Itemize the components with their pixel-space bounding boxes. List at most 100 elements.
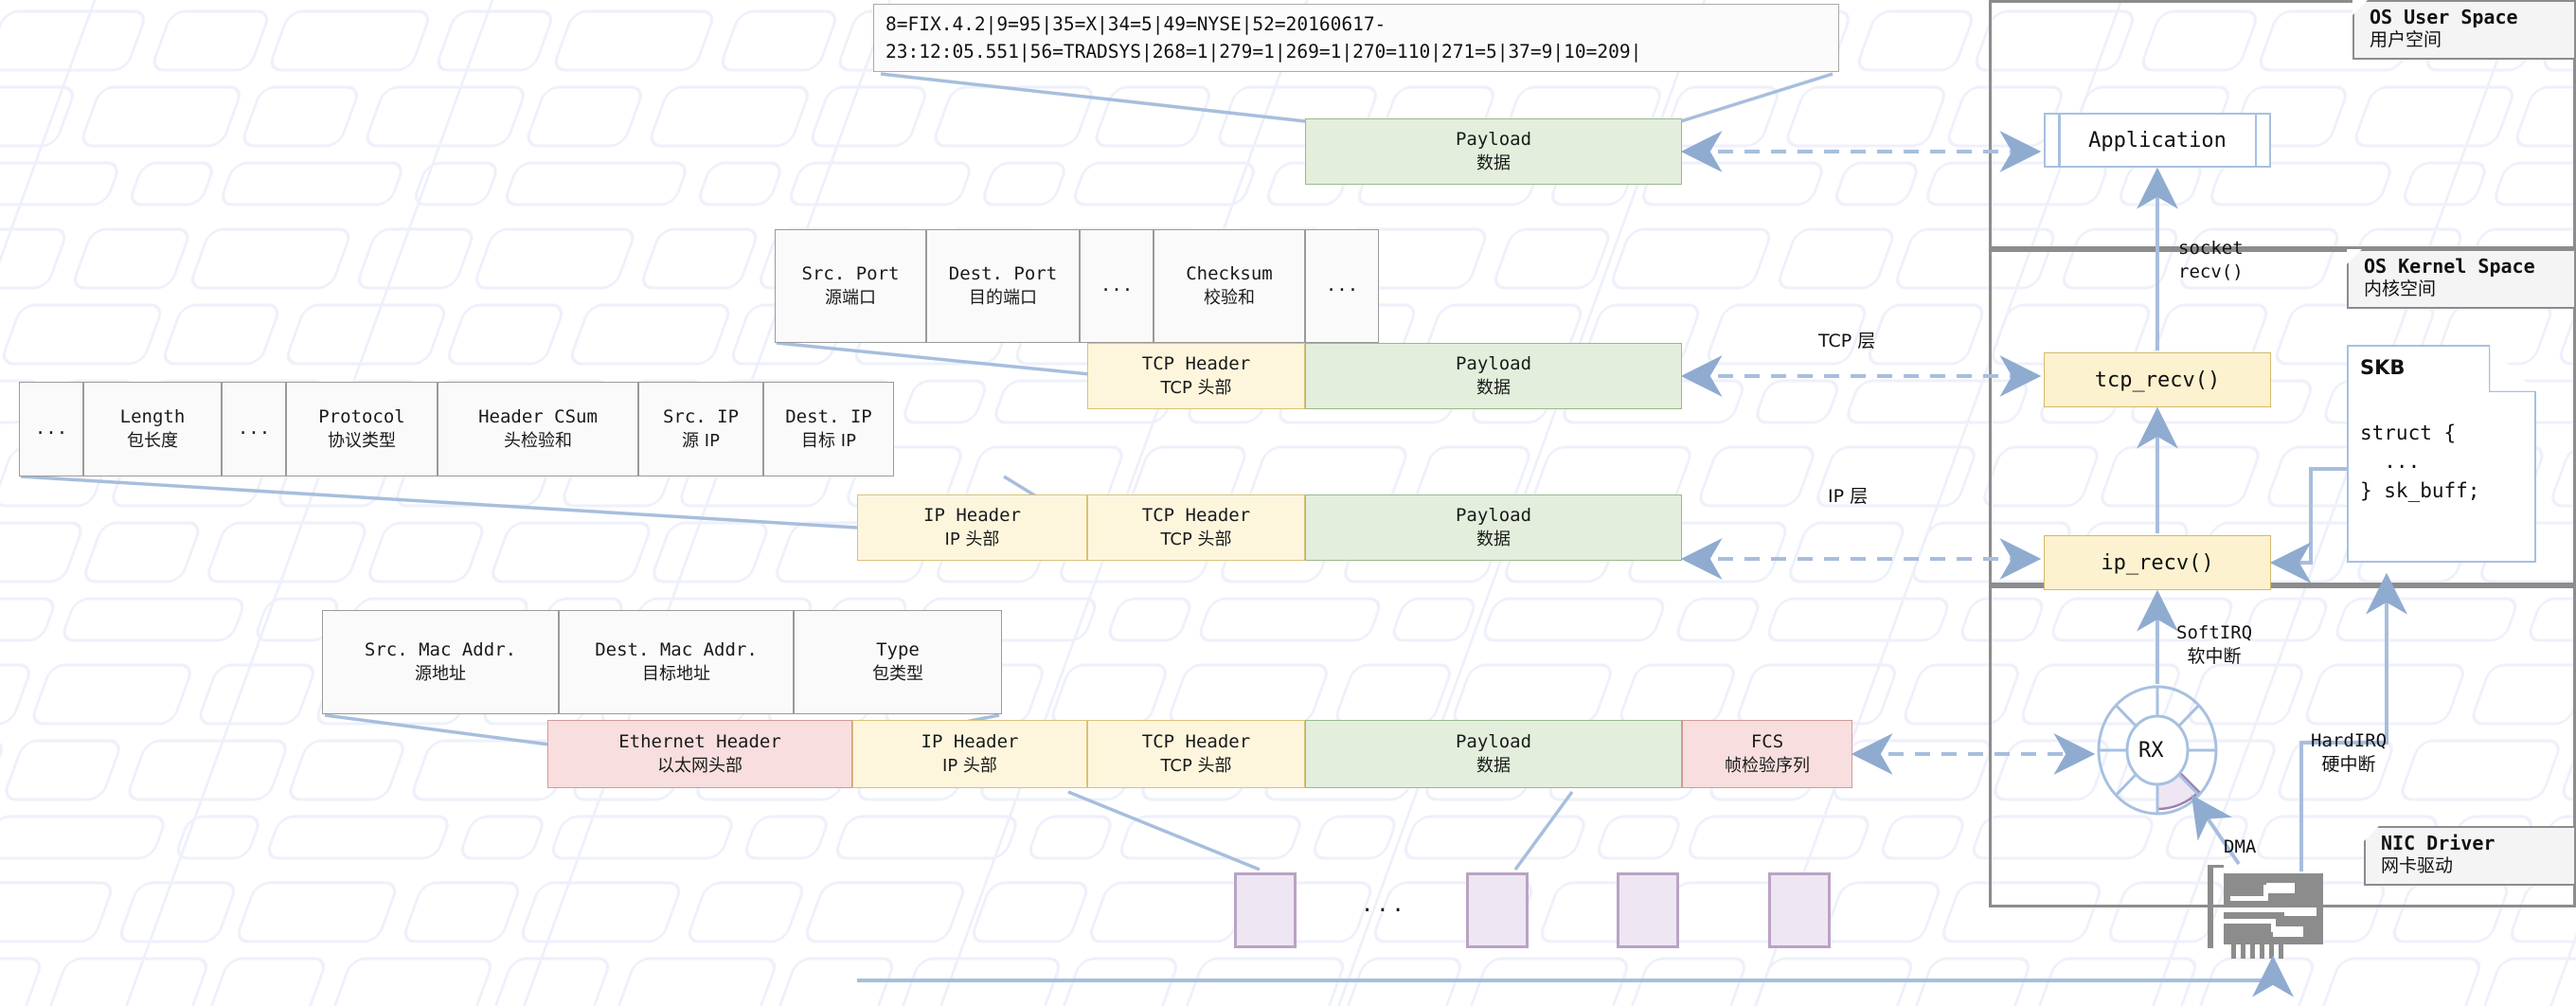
stack-ip-packet-tcp-header: TCP Header TCP 头部 [1087,494,1305,561]
field-cn: 源地址 [415,663,466,684]
cell-cn: IP 头部 [942,755,997,776]
fix-message-box: 8=FIX.4.2|9=95|35=X|34=5|49=NYSE|52=2016… [873,4,1839,72]
skb-note: SKB struct { ... } sk_buff; [2347,345,2536,563]
hardirq-cn: 硬中断 [2321,753,2376,775]
panel-tag-en: OS Kernel Space [2364,255,2535,278]
panel-tag-cn: 网卡驱动 [2381,855,2454,876]
panel-tag-cn: 用户空间 [2370,29,2442,50]
packet-stream-ellipsis: ... [1361,893,1407,917]
field-en: Dest. Port [948,263,1058,285]
field-en: Length [119,406,186,428]
cell-en: Payload [1455,505,1532,527]
ip-recv-box[interactable]: ip_recv() [2044,535,2271,590]
tcp-recv-box[interactable]: tcp_recv() [2044,352,2271,407]
packet-stream-box-4 [1768,872,1831,948]
field-en: Checksum [1186,263,1273,285]
eth-field-type: Type 包类型 [794,610,1002,714]
field-cn: 目的端口 [969,287,1037,308]
fix-message-text: 8=FIX.4.2|9=95|35=X|34=5|49=NYSE|52=2016… [886,12,1642,63]
field-en: Src. Port [801,263,900,285]
ip-recv-label: ip_recv() [2101,550,2214,575]
layer-label-ip: IP 层 [1828,485,1868,509]
cell-en: Payload [1455,129,1532,151]
socket-recv-label: socket recv() [2178,237,2244,283]
cell-cn: 帧检验序列 [1725,755,1810,776]
field-cn: 包类型 [872,663,923,684]
cell-cn: 数据 [1476,755,1511,776]
field-en: Header CSum [478,406,598,428]
packet-stream-box-1 [1234,872,1297,948]
field-cn: 包长度 [127,430,178,451]
rx-label-text: RX [2138,739,2164,763]
field-cn: 校验和 [1204,287,1255,308]
eth-field-src-mac: Src. Mac Addr. 源地址 [322,610,559,714]
softirq-cn: 软中断 [2187,645,2242,667]
field-cn: 源 IP [682,430,720,451]
field-cn: 协议类型 [328,430,396,451]
socket-recv-line2: recv() [2178,260,2244,282]
hardirq-label: HardIRQ 硬中断 [2311,729,2387,776]
field-en: ... [237,418,271,440]
application-label: Application [2088,128,2227,153]
panel-tag-nic-driver: NIC Driver 网卡驱动 [2364,826,2576,886]
application-box[interactable]: Application [2044,113,2271,168]
skb-code: struct { ... } sk_buff; [2360,422,2480,502]
tcp-field-src-port: Src. Port 源端口 [775,229,926,343]
panel-tag-en: NIC Driver [2381,832,2496,854]
field-en: ... [1325,275,1359,296]
stack-ip-packet-payload: Payload 数据 [1305,494,1682,561]
tcp-field-ellipsis-1: ... [1080,229,1154,343]
tcp-recv-label: tcp_recv() [2094,368,2221,392]
layer-label-ip-text: IP 层 [1828,486,1869,507]
field-en: Dest. Mac Addr. [595,639,758,661]
field-en: Dest. IP [785,406,872,428]
stack-eth-frame-ip-header: IP Header IP 头部 [852,720,1087,788]
cell-en: Payload [1455,353,1532,375]
stack-eth-frame-payload: Payload 数据 [1305,720,1682,788]
stack-tcp-segment-payload: Payload 数据 [1305,343,1682,409]
cell-cn: TCP 头部 [1160,755,1232,776]
cell-cn: 以太网头部 [657,755,742,776]
skb-fold-corner [2489,345,2536,392]
field-cn: 目标地址 [642,663,710,684]
cell-en: TCP Header [1141,505,1251,527]
cell-cn: TCP 头部 [1160,529,1232,549]
field-cn: 头检验和 [504,430,572,451]
cell-en: FCS [1750,731,1784,753]
packet-stream-box-3 [1617,872,1679,948]
stack-eth-frame-fcs: FCS 帧检验序列 [1682,720,1852,788]
tcp-field-checksum: Checksum 校验和 [1154,229,1305,343]
tcp-field-ellipsis-2: ... [1305,229,1379,343]
cell-cn: IP 头部 [944,529,1000,549]
dma-en: DMA [2224,836,2257,857]
panel-tag-os-kernel-space: OS Kernel Space 内核空间 [2347,249,2576,309]
field-en: ... [34,418,68,440]
softirq-en: SoftIRQ [2176,622,2253,643]
cell-en: IP Header [923,505,1021,527]
panel-tag-en: OS User Space [2370,6,2518,28]
cell-en: TCP Header [1141,731,1251,753]
field-en: Type [876,639,920,661]
panel-tag-os-user-space: OS User Space 用户空间 [2352,0,2576,60]
socket-recv-line1: socket [2178,238,2244,259]
rx-ring-label: RX [2138,738,2164,765]
stack-tcp-segment-tcp-header: TCP Header TCP 头部 [1087,343,1305,409]
ip-field-protocol: Protocol 协议类型 [286,382,438,476]
cell-cn: 数据 [1476,529,1511,549]
cell-en: Payload [1455,731,1532,753]
softirq-label: SoftIRQ 软中断 [2176,621,2252,668]
ip-field-dest-ip: Dest. IP 目标 IP [763,382,894,476]
field-en: Src. IP [662,406,740,428]
hardirq-en: HardIRQ [2311,730,2388,751]
cell-en: IP Header [921,731,1019,753]
field-en: ... [1100,275,1134,296]
stack-eth-frame-tcp-header: TCP Header TCP 头部 [1087,720,1305,788]
ip-field-length: Length 包长度 [83,382,222,476]
packet-stream-box-2 [1466,872,1529,948]
cell-cn: TCP 头部 [1160,377,1232,398]
cell-cn: 数据 [1476,377,1511,398]
cell-en: Ethernet Header [618,731,781,753]
ip-field-ellipsis-1: ... [19,382,83,476]
eth-field-dest-mac: Dest. Mac Addr. 目标地址 [559,610,794,714]
